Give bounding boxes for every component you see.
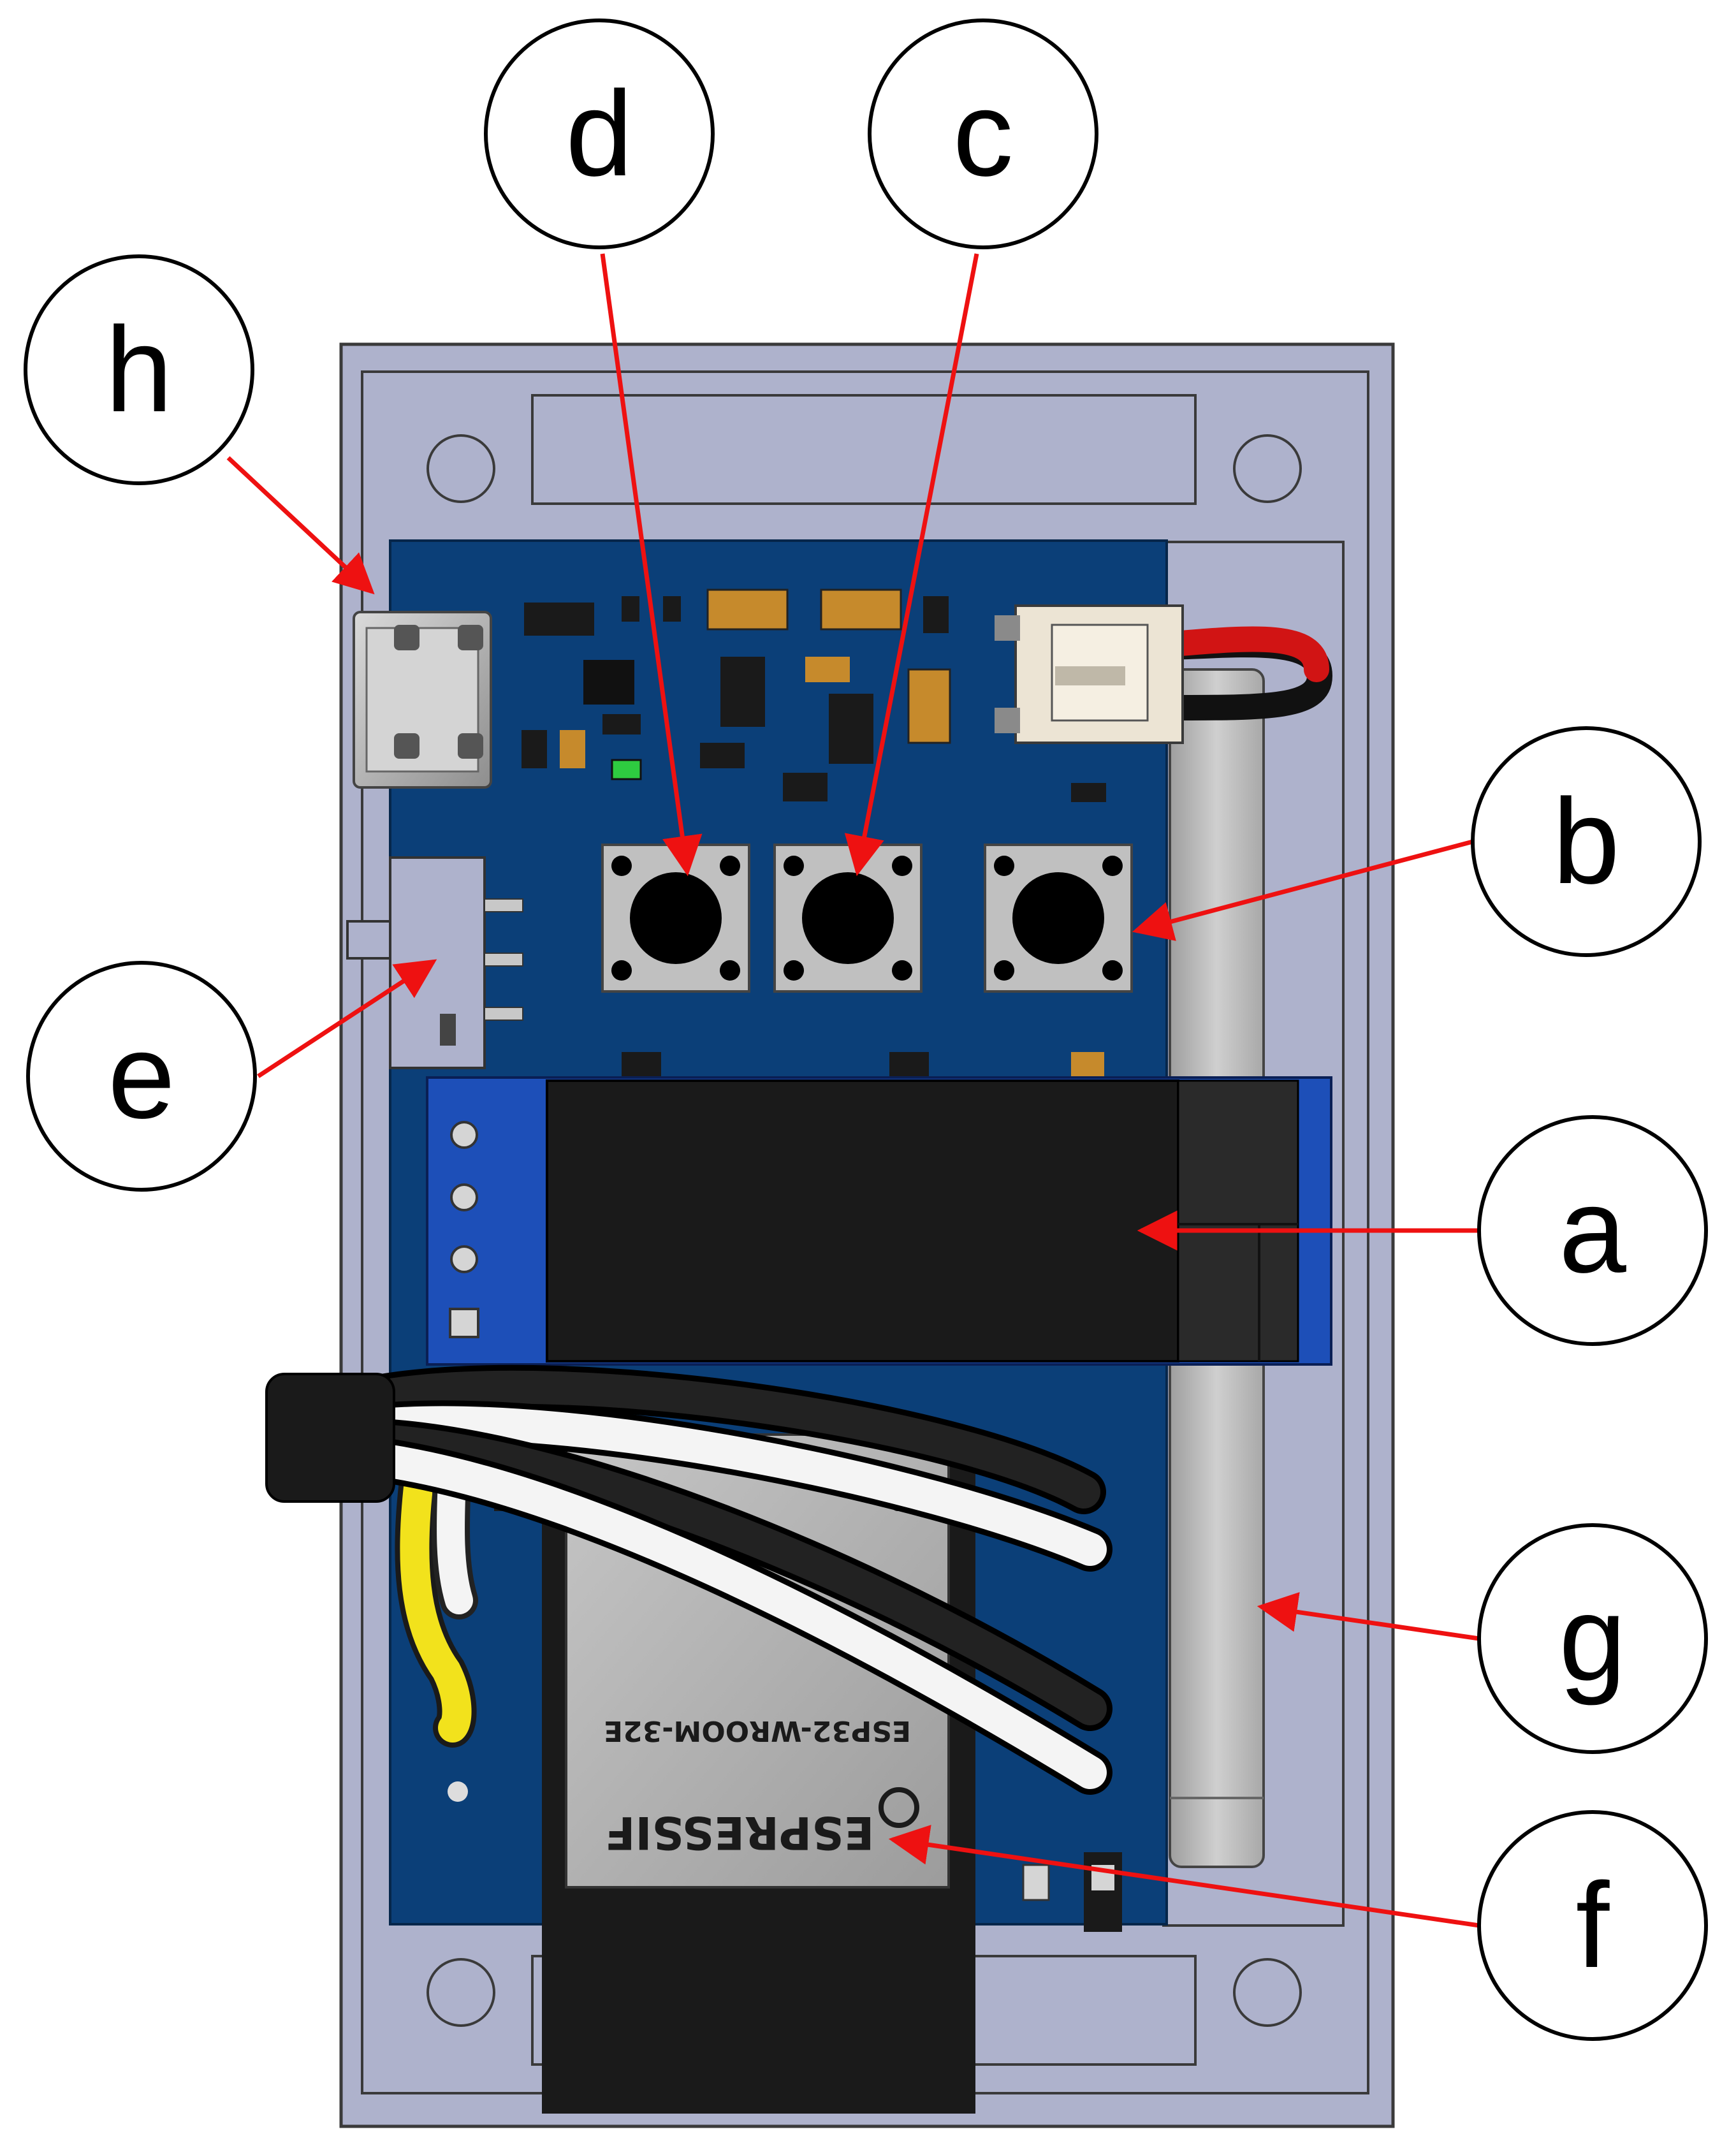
callout-b-label: b: [1552, 774, 1620, 909]
callout-f-label: f: [1576, 1858, 1610, 1993]
esp32-model-label: ESP32-WROOM-32E: [604, 1714, 911, 1747]
callout-a-label: a: [1559, 1163, 1626, 1298]
callout-d: d: [484, 18, 715, 249]
arrow-c: [844, 253, 979, 877]
mount-hole-bl: [427, 1958, 495, 2027]
mount-hole-tl: [427, 434, 495, 503]
callout-h-label: h: [105, 302, 173, 437]
esp32-brand-label: ESPRESSIF: [605, 1806, 875, 1859]
push-button-d: [601, 844, 750, 993]
oled-screen: [546, 1079, 1179, 1363]
push-button-c: [773, 844, 923, 993]
callout-g: g: [1477, 1523, 1708, 1754]
mount-hole-tr: [1233, 434, 1302, 503]
callout-d-label: d: [565, 66, 633, 201]
top-mount-slot: [531, 394, 1197, 505]
callout-c-label: c: [953, 66, 1014, 201]
callout-f: f: [1477, 1810, 1708, 2041]
usb-micro-connector: [353, 611, 492, 789]
arrow-e: [257, 959, 437, 1078]
callout-c: c: [868, 18, 1098, 249]
battery-connector: [995, 604, 1333, 744]
arrow-b: [1132, 839, 1473, 941]
callout-b: b: [1471, 726, 1702, 957]
arrow-h: [226, 456, 375, 595]
callout-g-label: g: [1559, 1571, 1626, 1706]
callout-e-label: e: [108, 1009, 175, 1144]
cable-gland: [265, 1373, 395, 1503]
arrow-d: [600, 253, 703, 877]
callout-arrows: [226, 253, 1480, 1928]
cable-bundle: [265, 1364, 1112, 1795]
callout-a: a: [1477, 1115, 1708, 1346]
push-button-b: [984, 844, 1133, 993]
smd-components: [448, 588, 1106, 1802]
bottom-components: [1022, 1852, 1122, 1932]
oled-display-module: [426, 1076, 1332, 1366]
callout-h: h: [24, 254, 254, 485]
arrow-f: [888, 1825, 1480, 1928]
callout-e: e: [26, 961, 257, 1192]
arrow-g: [1257, 1592, 1480, 1641]
mount-hole-br: [1233, 1958, 1302, 2027]
